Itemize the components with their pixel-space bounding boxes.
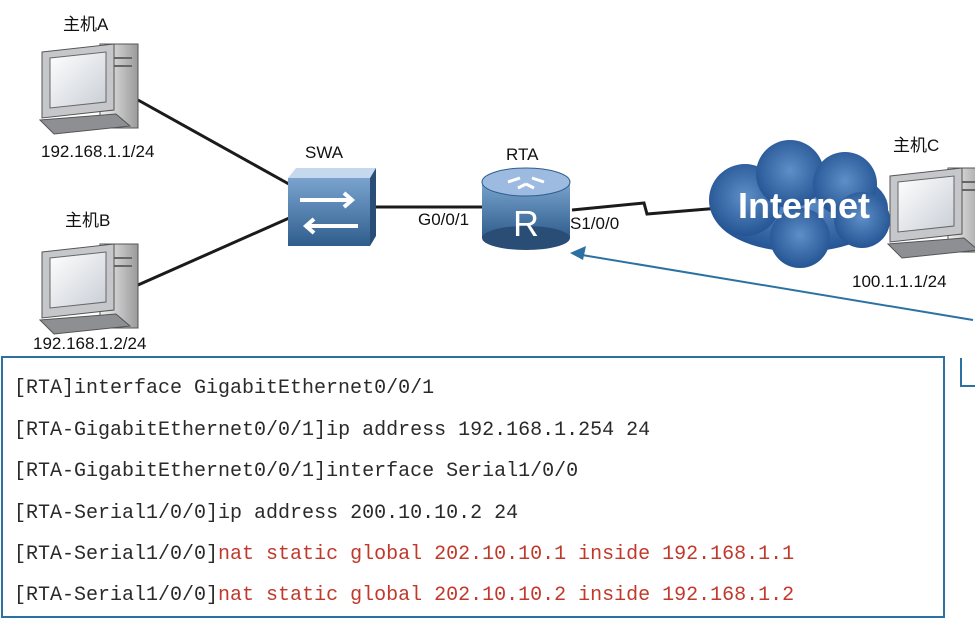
- host-a-icon: [39, 43, 139, 135]
- command-line: [RTA-GigabitEthernet0/0/1]ip address 192…: [14, 419, 650, 443]
- internet-label: Internet: [738, 185, 870, 226]
- router-label: RTA: [506, 145, 539, 164]
- config-command-panel: [RTA]interface GigabitEthernet0/0/1 [RTA…: [1, 356, 945, 618]
- command-line: [RTA]interface GigabitEthernet0/0/1: [14, 377, 434, 401]
- command-line: [RTA-Serial1/0/0]nat static global 202.1…: [14, 543, 794, 567]
- command-text: nat static global 202.10.10.1 inside 192…: [218, 543, 795, 566]
- switch-icon: [288, 168, 376, 246]
- router-glyph: R: [513, 203, 539, 244]
- command-line: [RTA-GigabitEthernet0/0/1]interface Seri…: [14, 460, 578, 484]
- host-c-icon: [887, 167, 975, 259]
- command-line: [RTA-Serial1/0/0]ip address 200.10.10.2 …: [14, 502, 518, 526]
- host-c-label: 主机C: [893, 136, 940, 155]
- host-a-label: 主机A: [63, 15, 109, 34]
- command-prompt: [RTA]: [14, 377, 75, 400]
- host-b-ip: 192.168.1.2/24: [33, 334, 147, 353]
- host-c-ip: 100.1.1.1/24: [852, 272, 947, 291]
- link-hostB-switch: [137, 213, 297, 287]
- host-b-icon: [39, 243, 139, 335]
- router-lan-port: G0/0/1: [418, 210, 470, 229]
- command-text: interface GigabitEthernet0/0/1: [74, 377, 435, 400]
- link-router-internet-serial: [571, 201, 721, 216]
- host-b-label: 主机B: [65, 211, 111, 230]
- command-prompt: [RTA-GigabitEthernet0/0/1]: [14, 419, 327, 442]
- command-prompt: [RTA-Serial1/0/0]: [14, 543, 219, 566]
- command-prompt: [RTA-Serial1/0/0]: [14, 502, 219, 525]
- internet-cloud-icon: Internet: [709, 140, 890, 268]
- command-prompt: [RTA-GigabitEthernet0/0/1]: [14, 460, 327, 483]
- host-a-ip: 192.168.1.1/24: [41, 142, 155, 161]
- command-text: interface Serial1/0/0: [326, 460, 579, 483]
- switch-label: SWA: [305, 143, 344, 162]
- router-wan-port: S1/0/0: [570, 214, 620, 233]
- command-text: ip address 192.168.1.254 24: [326, 419, 651, 442]
- router-icon: R: [481, 167, 571, 250]
- command-text: nat static global 202.10.10.2 inside 192…: [218, 584, 795, 607]
- callout-arrow: [575, 253, 974, 321]
- command-prompt: [RTA-Serial1/0/0]: [14, 584, 219, 607]
- link-hostA-switch: [137, 98, 297, 190]
- callout-bracket: [960, 358, 975, 387]
- command-text: ip address 200.10.10.2 24: [218, 502, 519, 525]
- command-line: [RTA-Serial1/0/0]nat static global 202.1…: [14, 584, 794, 608]
- callout-arrowhead: [570, 246, 586, 260]
